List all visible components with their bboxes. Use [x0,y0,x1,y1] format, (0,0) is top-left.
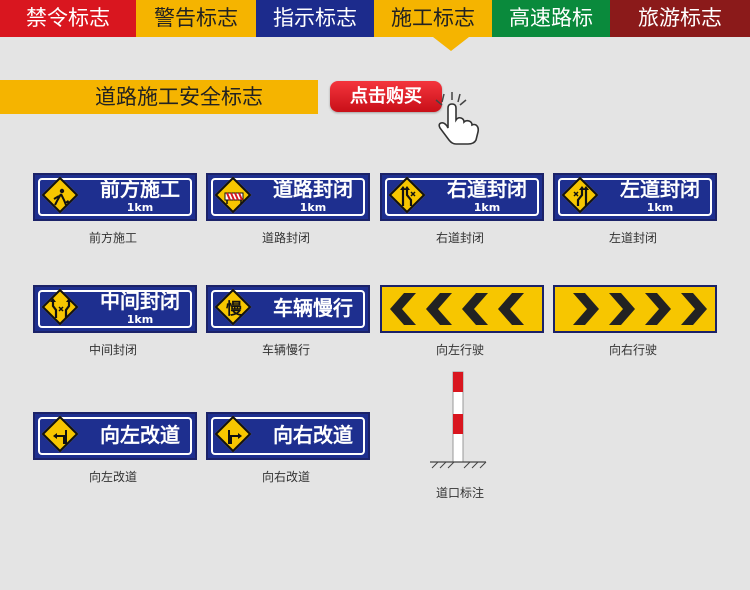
sign-caption: 右道封闭 [435,231,484,245]
sign-distance: 1km [646,201,674,214]
hand-cursor-icon [435,92,480,145]
sign-distance: 1km [299,201,327,214]
tab-indication[interactable]: 指示标志 [256,0,374,37]
chevron-sign-left [380,285,544,333]
sign-caption: 左道封闭 [608,231,657,245]
road-work-icon [53,188,70,206]
tab-prohibition[interactable]: 禁令标志 [0,0,136,37]
sign-card[interactable]: 右道封闭 1km 右道封闭 [380,173,544,246]
road-sign: 向左改道 [33,412,197,460]
crossing-post-card[interactable]: 道口标注 [420,370,500,500]
sign-text: 左道封闭 [620,177,700,201]
sign-text: 道路封闭 [273,177,353,201]
right-lane-closed-icon [400,186,416,206]
sign-caption: 车辆慢行 [261,343,310,357]
tab-warning[interactable]: 警告标志 [136,0,256,37]
sign-text: 右道封闭 [447,177,527,201]
sign-card[interactable]: 左道封闭 1km 左道封闭 [553,173,717,246]
road-sign: 慢 车辆慢行 [206,285,370,333]
chevron-sign-right [553,285,717,333]
post-caption: 道口标注 [435,486,484,500]
active-tab-pointer [433,37,469,51]
road-sign: 前方施工 1km [33,173,197,221]
detour-left-icon [53,430,67,444]
left-lane-closed-icon [573,186,589,206]
sign-card[interactable]: 向右行驶 [553,285,717,358]
sign-card[interactable]: 慢 车辆慢行 车辆慢行 [206,285,370,358]
chevron-left-icon [390,293,524,325]
sign-caption: 向左改道 [88,470,137,484]
detour-right-icon [228,430,242,444]
sign-caption: 道路封闭 [261,231,310,245]
tab-construction[interactable]: 施工标志 [374,0,492,37]
sign-caption: 向右行驶 [608,343,657,357]
road-sign: 右道封闭 1km [380,173,544,221]
sign-caption: 向左行驶 [435,343,484,357]
sign-distance: 1km [126,313,154,326]
sign-caption: 中间封闭 [88,343,137,357]
sign-card[interactable]: 中间封闭 1km 中间封闭 [33,285,197,358]
sign-card[interactable]: 道路封闭 1km 道路封闭 [206,173,370,246]
buy-button[interactable]: 点击购买 [330,81,442,112]
slow-icon: 慢 [225,299,242,318]
tab-tourism[interactable]: 旅游标志 [610,0,750,37]
sign-caption: 向右改道 [261,470,310,484]
sign-text: 车辆慢行 [273,296,353,320]
tab-highway[interactable]: 高速路标 [492,0,610,37]
sign-text: 向左改道 [100,423,180,447]
middle-closed-icon [50,298,72,318]
sign-text: 前方施工 [100,177,180,201]
chevron-right-icon [573,293,707,325]
sign-card[interactable]: 向左改道 向左改道 [33,412,197,485]
road-closed-icon [224,192,244,204]
sign-caption: 前方施工 [88,231,137,245]
section-banner [0,80,318,114]
section-title: 道路施工安全标志 [95,85,263,109]
sign-card[interactable]: 向右改道 向右改道 [206,412,370,485]
crossing-post-icon [430,371,487,469]
road-sign: 道路封闭 1km [206,173,370,221]
sign-text: 中间封闭 [100,289,180,313]
sign-distance: 1km [126,201,154,214]
sign-card[interactable]: 向左行驶 [380,285,544,358]
sign-text: 向右改道 [273,423,353,447]
road-sign: 左道封闭 1km [553,173,717,221]
category-tabs: 禁令标志 警告标志 指示标志 施工标志 高速路标 旅游标志 [0,0,750,37]
road-sign: 中间封闭 1km [33,285,197,333]
road-sign: 向右改道 [206,412,370,460]
sign-distance: 1km [473,201,501,214]
sign-card[interactable]: 前方施工 1km 前方施工 [33,173,197,246]
